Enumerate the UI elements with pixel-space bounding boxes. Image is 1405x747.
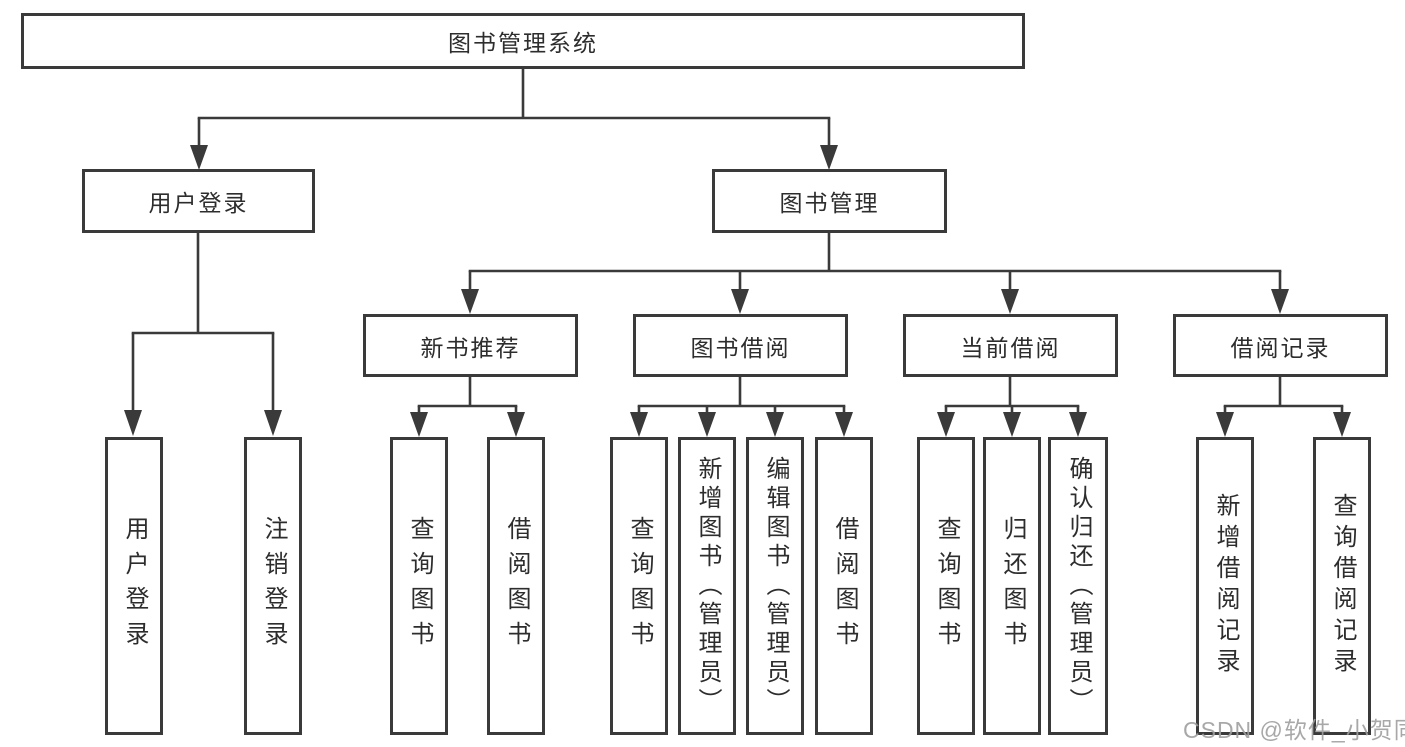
arrowhead-icon — [264, 410, 282, 436]
arrowhead-icon — [190, 145, 208, 170]
leaf-edit-book-admin: 编辑图书（管理员） — [746, 437, 804, 735]
leaf-add-borrow-record-label: 新增借阅记录 — [1212, 493, 1239, 679]
arrowhead-icon — [731, 289, 749, 314]
node-root: 图书管理系统 — [21, 13, 1025, 69]
leaf-add-book-admin-label: 新增图书（管理员） — [694, 455, 721, 717]
leaf-query-book-current: 查询图书 — [917, 437, 975, 735]
arrowhead-icon — [1216, 412, 1234, 437]
arrowhead-icon — [1001, 289, 1019, 314]
arrowhead-icon — [630, 412, 648, 437]
arrowhead-icon — [1069, 412, 1087, 437]
leaf-return-book-label: 归还图书 — [999, 516, 1026, 656]
arrowhead-icon — [507, 412, 525, 437]
connector-borrowing-records-to-children — [1216, 377, 1351, 437]
leaf-add-book-admin: 新增图书（管理员） — [678, 437, 736, 735]
node-new-book-recommendation-label: 新书推荐 — [420, 334, 521, 361]
connector-user-login-to-children — [124, 233, 282, 436]
leaf-query-book-borrowing: 查询图书 — [610, 437, 668, 735]
node-new-book-recommendation: 新书推荐 — [363, 314, 578, 377]
connector-root-to-level2 — [190, 68, 838, 170]
arrowhead-icon — [1271, 289, 1289, 314]
arrowhead-icon — [1003, 412, 1021, 437]
leaf-add-borrow-record: 新增借阅记录 — [1196, 437, 1254, 735]
leaf-confirm-return-admin: 确认归还（管理员） — [1048, 437, 1108, 735]
arrowhead-icon — [124, 410, 142, 436]
leaf-logout: 注销登录 — [244, 437, 302, 735]
connector-current-borrowing-to-children — [937, 377, 1087, 437]
node-current-borrowing-label: 当前借阅 — [960, 334, 1061, 361]
node-book-borrowing: 图书借阅 — [633, 314, 848, 377]
leaf-borrow-book-recommend: 借阅图书 — [487, 437, 545, 735]
arrowhead-icon — [835, 412, 853, 437]
node-root-label: 图书管理系统 — [448, 30, 598, 56]
arrowhead-icon — [410, 412, 428, 437]
leaf-edit-book-admin-label: 编辑图书（管理员） — [762, 455, 789, 717]
leaf-return-book: 归还图书 — [983, 437, 1041, 735]
leaf-borrow-book-borrowing: 借阅图书 — [815, 437, 873, 735]
arrowhead-icon — [461, 289, 479, 314]
leaf-borrow-book-borrowing-label: 借阅图书 — [831, 516, 858, 656]
leaf-user-login: 用户登录 — [105, 437, 163, 735]
arrowhead-icon — [766, 412, 784, 437]
leaf-borrow-book-recommend-label: 借阅图书 — [503, 516, 530, 656]
watermark: CSDN @软件_小贺同学 — [1183, 717, 1405, 743]
leaf-query-book-recommend: 查询图书 — [390, 437, 448, 735]
node-user-login: 用户登录 — [82, 169, 315, 233]
leaf-user-login-label: 用户登录 — [121, 516, 148, 656]
leaf-query-book-borrowing-label: 查询图书 — [626, 516, 653, 656]
arrowhead-icon — [820, 145, 838, 170]
node-book-borrowing-label: 图书借阅 — [690, 334, 791, 361]
node-borrowing-records-label: 借阅记录 — [1230, 334, 1331, 361]
arrowhead-icon — [1333, 412, 1351, 437]
node-borrowing-records: 借阅记录 — [1173, 314, 1388, 377]
node-user-login-label: 用户登录 — [148, 190, 249, 216]
arrowhead-icon — [698, 412, 716, 437]
connector-book-borrowing-to-children — [630, 377, 853, 437]
leaf-query-borrow-record: 查询借阅记录 — [1313, 437, 1371, 735]
node-book-management: 图书管理 — [712, 169, 947, 233]
leaf-logout-label: 注销登录 — [260, 516, 287, 656]
node-current-borrowing: 当前借阅 — [903, 314, 1118, 377]
leaf-confirm-return-admin-label: 确认归还（管理员） — [1065, 455, 1092, 717]
leaf-query-book-recommend-label: 查询图书 — [406, 516, 433, 656]
connector-book-management-to-sections — [461, 233, 1289, 314]
leaf-query-book-current-label: 查询图书 — [933, 516, 960, 656]
leaf-query-borrow-record-label: 查询借阅记录 — [1329, 493, 1356, 679]
arrowhead-icon — [937, 412, 955, 437]
node-book-management-label: 图书管理 — [779, 190, 880, 216]
connector-new-book-recommendation-to-children — [410, 377, 525, 437]
